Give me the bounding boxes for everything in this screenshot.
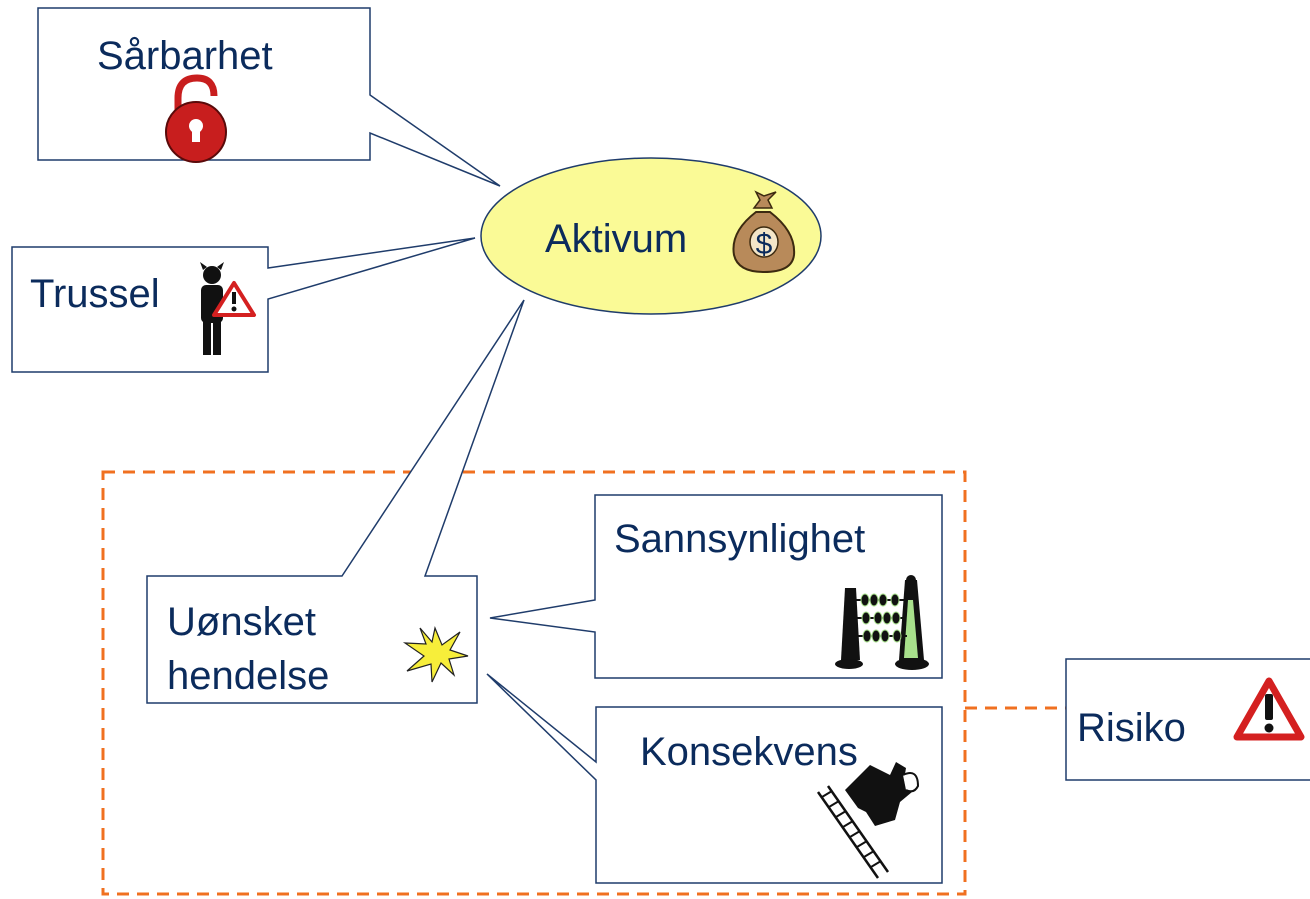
padlock-open-icon xyxy=(165,74,227,163)
asset-label: Aktivum xyxy=(545,217,688,261)
unwanted-event-callout xyxy=(146,299,525,704)
event-group-boundary xyxy=(101,470,1066,896)
probability-label: Sannsynlighet xyxy=(614,517,866,561)
vulnerability-callout xyxy=(37,7,501,187)
money-bag-icon: $ xyxy=(732,190,796,274)
devil-warning-icon xyxy=(200,262,256,355)
consequence-label: Konsekvens xyxy=(640,730,858,774)
risk-label: Risiko xyxy=(1077,706,1186,750)
unwanted-event-label-line2: hendelse xyxy=(167,654,330,698)
threat-label: Trussel xyxy=(30,272,160,316)
probability-callout xyxy=(489,494,943,679)
asset-ellipse xyxy=(480,157,822,315)
vulnerability-label: Sårbarhet xyxy=(97,34,273,78)
explosion-star-icon xyxy=(402,625,469,683)
consequence-callout xyxy=(486,673,943,884)
unwanted-event-label-line1: Uønsket xyxy=(167,600,316,644)
falling-ladder-icon xyxy=(816,762,920,879)
abacus-icon xyxy=(835,575,929,670)
dollar-sign: $ xyxy=(756,228,773,261)
warning-triangle-icon xyxy=(1233,677,1305,741)
